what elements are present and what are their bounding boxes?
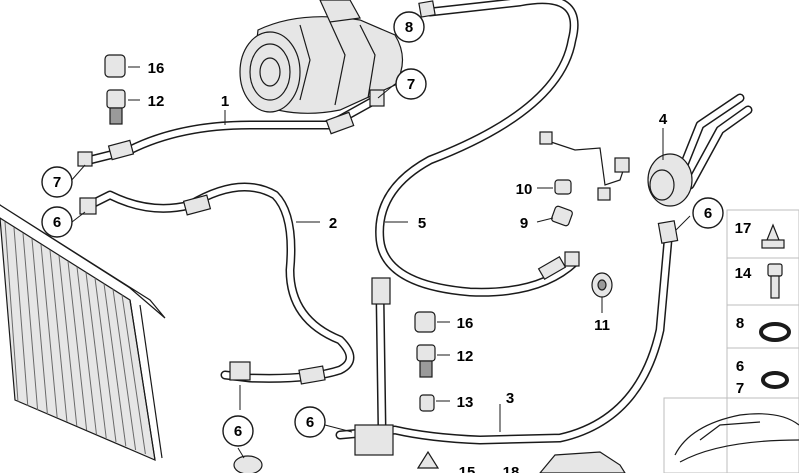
condenser-fin <box>85 272 107 439</box>
condenser-fin <box>31 238 48 415</box>
part-18 <box>539 451 626 473</box>
part-6-bottom <box>233 455 263 473</box>
condenser-fin <box>40 244 58 419</box>
part-10 <box>554 179 572 195</box>
cap-16-mid <box>414 311 436 333</box>
callout-6a-circle[interactable]: 6 <box>41 206 73 238</box>
compressor <box>239 0 404 114</box>
condenser-fin <box>67 261 88 431</box>
callout-12: 12 <box>457 348 474 365</box>
condenser-fin <box>112 289 137 451</box>
condenser <box>0 204 166 461</box>
leader-lines <box>69 66 691 459</box>
condenser-fin <box>22 233 39 411</box>
callout-7a-circle[interactable]: 7 <box>395 68 427 100</box>
legend-14: 14 <box>735 265 752 282</box>
callout-16: 16 <box>148 60 165 77</box>
condenser-fin <box>49 249 68 423</box>
valve-12-top <box>106 89 126 125</box>
condenser-fin <box>13 227 29 407</box>
hose-3 <box>335 220 679 456</box>
part-13 <box>419 394 435 412</box>
callout-6: 6 <box>53 214 61 231</box>
condenser-fin <box>94 277 117 443</box>
callout-15: 15 <box>459 464 476 473</box>
callout-4: 4 <box>659 111 668 128</box>
part-11 <box>591 272 613 298</box>
cap-16-top <box>104 54 126 78</box>
callout-12: 12 <box>148 93 165 110</box>
condenser-fin <box>76 266 97 435</box>
expansion-valve-4 <box>647 93 753 207</box>
callout-16: 16 <box>457 315 474 332</box>
callout-2: 2 <box>329 215 337 232</box>
hose-5 <box>375 0 580 297</box>
callout-6: 6 <box>234 423 242 440</box>
car-inset <box>663 397 799 473</box>
callout-6c-circle[interactable]: 6 <box>294 406 326 438</box>
callout-1: 1 <box>221 93 229 110</box>
hose-1 <box>77 89 385 167</box>
legend-panel <box>726 209 799 473</box>
callout-6: 6 <box>704 205 712 222</box>
legend-17: 17 <box>735 220 752 237</box>
callout-9: 9 <box>520 215 528 232</box>
callout-7b-circle[interactable]: 7 <box>41 166 73 198</box>
callout-7: 7 <box>53 174 61 191</box>
callout-5: 5 <box>418 215 426 232</box>
part-9 <box>551 205 573 227</box>
part-15 <box>416 450 440 469</box>
callout-11: 11 <box>594 317 610 334</box>
hose-2 <box>79 182 355 385</box>
callout-10: 10 <box>516 181 533 198</box>
callout-13: 13 <box>457 394 474 411</box>
callout-3: 3 <box>506 390 514 407</box>
condenser-fin <box>103 283 127 447</box>
condenser-fin <box>121 294 146 455</box>
valve-12-mid <box>416 344 436 378</box>
legend-7: 7 <box>736 380 744 397</box>
small-pipe-assembly <box>539 131 630 201</box>
condenser-fin <box>58 255 78 427</box>
callout-8-circle[interactable]: 8 <box>393 11 425 43</box>
callout-6b-circle[interactable]: 6 <box>692 197 724 229</box>
callout-8: 8 <box>405 19 413 36</box>
callout-7: 7 <box>407 76 415 93</box>
callout-6d-circle[interactable]: 6 <box>222 415 254 447</box>
legend-6: 6 <box>736 358 744 375</box>
callout-6: 6 <box>306 414 314 431</box>
condenser-fin <box>4 221 19 403</box>
legend-8: 8 <box>736 315 744 332</box>
callout-18: 18 <box>503 464 520 473</box>
